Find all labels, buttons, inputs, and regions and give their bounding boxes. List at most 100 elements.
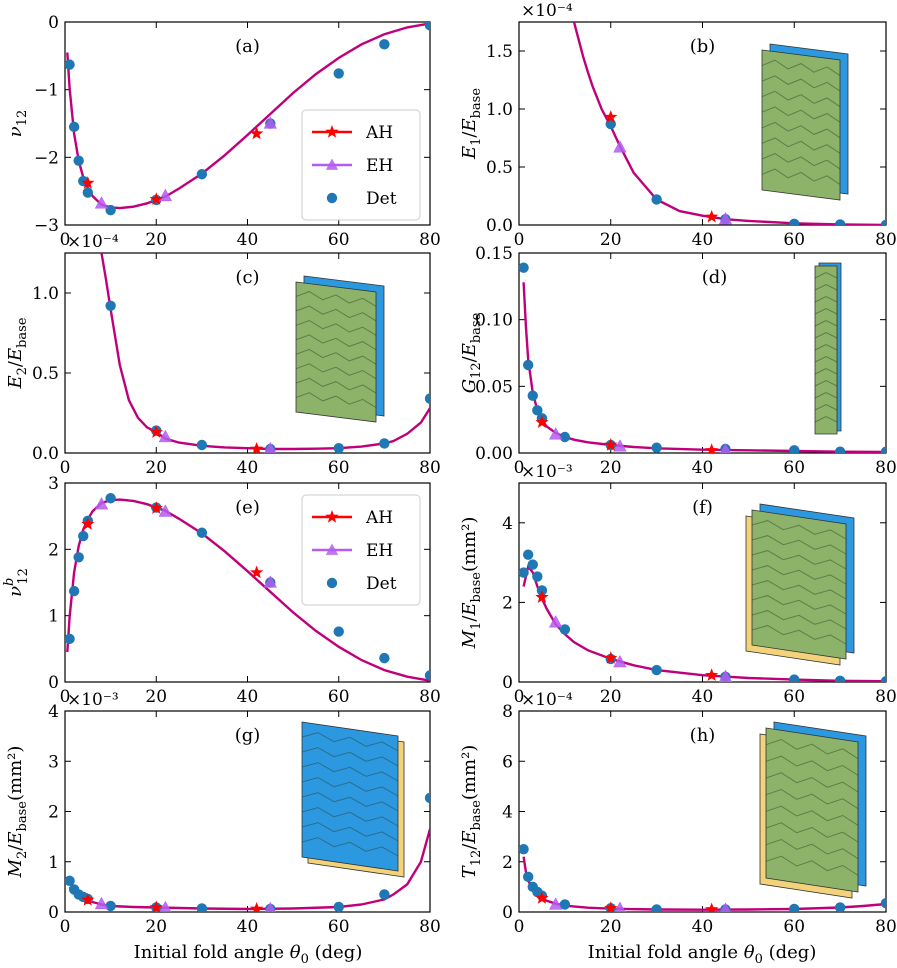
det-point	[73, 155, 84, 166]
inset-crease	[301, 807, 399, 827]
det-point	[196, 903, 208, 912]
inset-crease	[814, 296, 838, 303]
y-tick-label: 1	[48, 607, 59, 627]
inset-crease	[761, 168, 841, 185]
panel-label: (g)	[235, 725, 261, 746]
y-tick-label: 1.5	[486, 42, 513, 62]
ah-point	[535, 415, 549, 428]
det-point	[789, 903, 800, 912]
y-tick-label: 1.0	[32, 284, 59, 304]
det-point	[105, 900, 116, 912]
legend-label-eh: EH	[366, 156, 393, 176]
x-tick-label: 40	[237, 458, 259, 478]
inset-sheet-layer	[765, 727, 859, 893]
det-point	[559, 899, 571, 910]
eh-point	[263, 116, 277, 129]
inset-crease	[761, 59, 841, 77]
y-tick-label: 1	[48, 853, 59, 873]
det-point	[65, 633, 75, 645]
det-point	[65, 59, 75, 70]
inset-crease	[814, 320, 838, 327]
ah-point	[250, 902, 264, 912]
det-point	[834, 902, 846, 912]
eh-point	[158, 504, 173, 517]
det-point	[68, 585, 80, 597]
panel-label: (h)	[690, 725, 716, 746]
x-tick-label: 0	[514, 458, 525, 478]
inset-crease	[301, 792, 399, 812]
inset-crease	[765, 788, 859, 810]
eh-point	[264, 901, 276, 912]
legend-label-det: Det	[366, 574, 397, 594]
panel-label: (d)	[702, 267, 728, 288]
y-tick-label: 0.00	[475, 444, 513, 464]
det-point	[519, 843, 529, 855]
det-point	[105, 300, 116, 311]
ah-point	[149, 900, 163, 912]
ah-point	[705, 668, 719, 681]
x-tick-label: 80	[419, 230, 441, 250]
inset-crease	[751, 610, 847, 630]
eh-point	[264, 441, 277, 453]
eh-point	[549, 615, 563, 628]
x-tick-label: 80	[419, 458, 441, 478]
inset-crease	[814, 368, 838, 375]
inset-crease	[295, 377, 377, 394]
det-point	[379, 652, 390, 664]
y-tick-label: 4	[502, 803, 513, 823]
det-point	[880, 676, 886, 682]
eh-point	[94, 196, 109, 209]
eh-point	[159, 900, 172, 912]
inset-crease	[761, 153, 841, 170]
x-tick-label: 40	[692, 917, 714, 937]
y-tick-label: −3	[34, 216, 59, 236]
ah-point	[81, 176, 95, 189]
eh-point	[263, 575, 277, 588]
x-tick-label: 0	[60, 917, 71, 937]
y-tick-label: 2	[48, 803, 59, 823]
det-point	[789, 218, 800, 225]
det-point	[559, 624, 571, 635]
det-point	[78, 530, 89, 542]
inset-sheet-layer	[301, 721, 399, 872]
det-point	[519, 262, 529, 273]
inset-crease	[814, 332, 838, 339]
ah-point	[705, 209, 719, 223]
inset-crease	[765, 755, 859, 776]
y-tick-label: 0	[502, 673, 513, 693]
x-tick-label: 60	[328, 458, 350, 478]
x-tick-label: 80	[419, 917, 441, 937]
panel-label: (c)	[235, 267, 259, 288]
y-axis-label: M2​/Ebase​(mm²)	[5, 746, 30, 879]
det-point	[379, 39, 390, 50]
plot-area	[65, 22, 430, 216]
y-tick-label: 2	[48, 540, 59, 560]
x-tick-label: 40	[237, 687, 259, 707]
inset-sheet-layer	[295, 281, 377, 423]
y-tick-label: 2	[502, 853, 513, 873]
ah-point	[535, 891, 549, 904]
x-tick-label: 40	[237, 230, 259, 250]
det-point	[880, 898, 886, 909]
x-tick-label: 60	[783, 230, 805, 250]
legend-det-marker	[326, 192, 338, 204]
det-point	[527, 559, 538, 570]
inset-crease	[761, 106, 841, 123]
inset-crease	[295, 305, 377, 322]
legend-label-ah: AH	[365, 508, 393, 528]
ah-point	[535, 590, 549, 603]
legend-eh-marker	[325, 158, 339, 170]
ah-point	[250, 565, 264, 579]
y-multiplier: ×10⁻⁴	[521, 690, 573, 710]
y-tick-label: 4	[502, 514, 513, 534]
y-axis-label: E2​/Ebase​	[5, 317, 30, 389]
det-point	[73, 552, 84, 563]
ah-point	[250, 126, 264, 140]
inset-crease	[765, 855, 859, 876]
inset-crease	[751, 550, 847, 570]
x-tick-label: 60	[328, 917, 350, 937]
det-point	[196, 439, 208, 451]
